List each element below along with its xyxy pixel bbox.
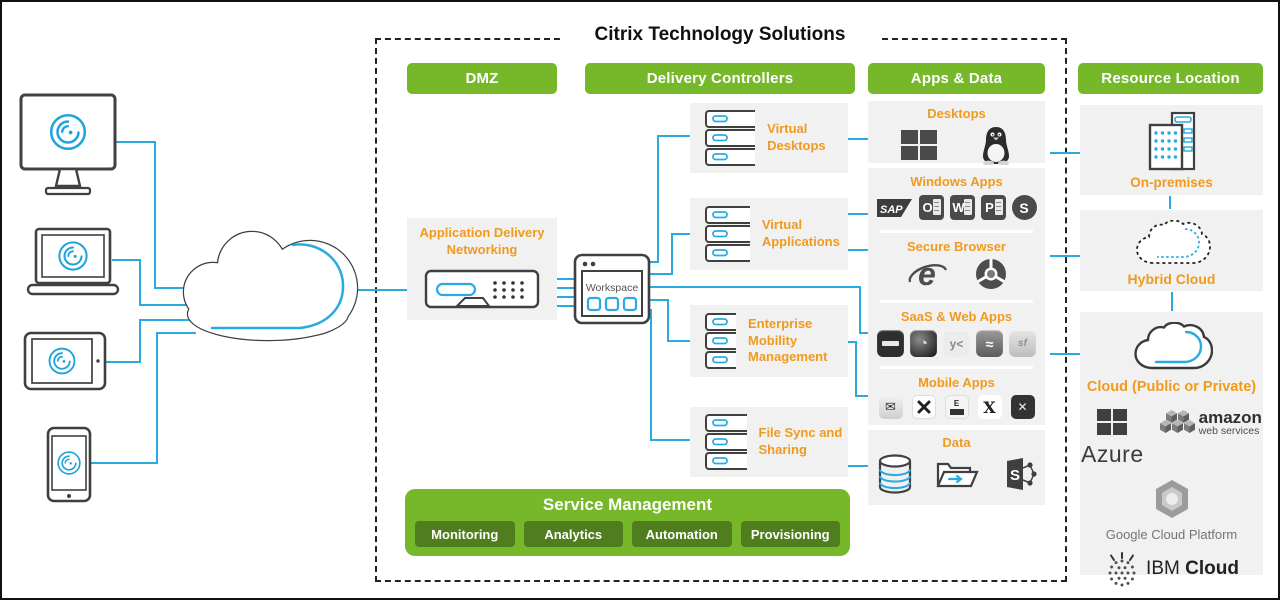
row-data: Data S — [868, 430, 1045, 505]
node-enterprise-mobility-management: Enterprise Mobility Management — [690, 305, 848, 377]
svg-text:S: S — [1010, 467, 1020, 484]
gcp-hexagon-icon — [1155, 479, 1188, 518]
section-saas-web-apps: SaaS & Web Apps ◔ y< ≈ sf — [868, 303, 1045, 369]
windows-logo-icon — [900, 129, 937, 160]
internet-cloud-icon — [182, 230, 359, 342]
section-secure-browser: Secure Browser e — [868, 233, 1045, 303]
node-label: Hybrid Cloud — [1127, 271, 1216, 287]
service-management-panel: Service Management Monitoring Analytics … — [405, 489, 850, 556]
server-stack-icon — [705, 313, 736, 369]
ibm-cloud-logo: IBM Cloud — [1080, 551, 1263, 587]
aws-logo: amazon web services — [1159, 409, 1262, 437]
sharepoint-icon: S — [1006, 458, 1037, 490]
row-title: Windows Apps — [910, 174, 1003, 189]
laptop-device-icon — [26, 227, 120, 296]
saas-app-icon — [877, 330, 904, 357]
cloud-icon — [1133, 322, 1213, 370]
server-stack-icon — [705, 206, 750, 262]
ie-icon: e — [908, 256, 947, 292]
gcp-logo: Google Cloud Platform — [1080, 478, 1263, 542]
building-icon — [1148, 111, 1195, 171]
node-virtual-applications: Virtual Applications — [690, 198, 848, 270]
aws-cubes-icon — [1159, 410, 1195, 434]
tablet-device-icon — [23, 331, 107, 391]
word-icon: W — [949, 195, 975, 220]
workspace-icon: Workspace — [573, 253, 651, 325]
folder-sync-icon — [935, 462, 979, 488]
saas-app-icon: y< — [943, 330, 970, 357]
database-icon — [878, 454, 911, 494]
adn-appliance-icon — [424, 269, 540, 308]
row-title: Secure Browser — [907, 239, 1006, 254]
saas-app-icon: ◔ — [910, 330, 937, 357]
row-title: Mobile Apps — [918, 375, 995, 390]
svg-text:e: e — [918, 256, 936, 292]
row-title: SaaS & Web Apps — [900, 309, 1013, 324]
sap-icon: SAP — [876, 198, 912, 217]
node-label: Cloud (Public or Private) — [1086, 379, 1257, 395]
mobile-app-icon: E — [944, 395, 969, 419]
powerpoint-icon: P — [980, 195, 1006, 220]
diagram-title: Citrix Technology Solutions — [560, 22, 880, 48]
node-label: On-premises — [1130, 175, 1213, 190]
header-apps-and-data: Apps & Data — [868, 63, 1045, 94]
section-mobile-apps: Mobile Apps ✉ E X ✕ — [868, 369, 1045, 419]
node-cloud-public-private: Cloud (Public or Private) Azure amazon w… — [1080, 312, 1263, 587]
node-virtual-desktops: Virtual Desktops — [690, 103, 848, 173]
saas-app-icon: sf — [1009, 330, 1036, 357]
linux-tux-icon — [982, 127, 1009, 165]
monitor-device-icon — [19, 93, 117, 196]
adn-label: Application Delivery Networking — [419, 225, 545, 257]
ibm-globe-icon — [1108, 551, 1136, 587]
service-button-analytics: Analytics — [523, 521, 623, 547]
service-button-automation: Automation — [632, 521, 732, 547]
node-label: File Sync and Sharing — [758, 425, 843, 457]
mobile-app-icon: X — [977, 395, 1002, 419]
mobile-app-icon: ✉ — [878, 395, 903, 419]
section-windows-apps: Windows Apps SAP O W P S — [868, 168, 1045, 233]
node-on-premises: On-premises — [1080, 105, 1263, 195]
server-stack-icon — [705, 414, 747, 470]
node-hybrid-cloud: Hybrid Cloud — [1080, 210, 1263, 291]
outlook-icon: O — [918, 195, 944, 220]
node-label: Enterprise Mobility Management — [747, 315, 828, 365]
node-label: Virtual Desktops — [767, 121, 826, 153]
service-button-provisioning: Provisioning — [740, 521, 840, 547]
adn-panel: Application Delivery Networking — [407, 218, 557, 320]
row-title: Data — [942, 435, 971, 450]
saas-app-icon: ≈ — [976, 330, 1003, 357]
apps-panel: Windows Apps SAP O W P S Secure Browser … — [868, 168, 1045, 425]
header-delivery-controllers: Delivery Controllers — [585, 63, 855, 94]
workspace-label: Workspace — [586, 282, 638, 294]
mobile-app-icon — [911, 395, 936, 419]
phone-device-icon — [46, 426, 92, 503]
windows-logo-icon — [1097, 408, 1128, 435]
header-resource-location: Resource Location — [1078, 63, 1263, 94]
azure-logo: Azure — [1081, 408, 1144, 468]
node-label: Virtual Applications — [761, 217, 840, 249]
row-title: Desktops — [927, 106, 986, 121]
chrome-icon — [975, 259, 1006, 289]
server-stack-icon — [705, 110, 756, 166]
service-management-title: Service Management — [542, 495, 713, 514]
svg-text:SAP: SAP — [880, 204, 903, 216]
header-dmz: DMZ — [407, 63, 557, 94]
hybrid-cloud-icon — [1135, 220, 1211, 264]
node-file-sync-and-sharing: File Sync and Sharing — [690, 407, 848, 477]
skype-icon: S — [1011, 195, 1037, 220]
service-button-monitoring: Monitoring — [415, 521, 515, 547]
mobile-app-icon: ✕ — [1010, 395, 1035, 419]
row-desktops: Desktops — [868, 101, 1045, 165]
